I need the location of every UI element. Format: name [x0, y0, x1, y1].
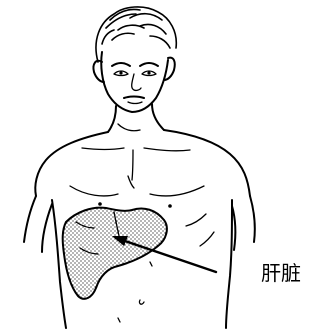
head [93, 52, 174, 112]
organ-label: 肝脏 [261, 261, 301, 285]
liver-organ [63, 208, 167, 299]
hair [96, 7, 176, 62]
neck [108, 104, 164, 132]
